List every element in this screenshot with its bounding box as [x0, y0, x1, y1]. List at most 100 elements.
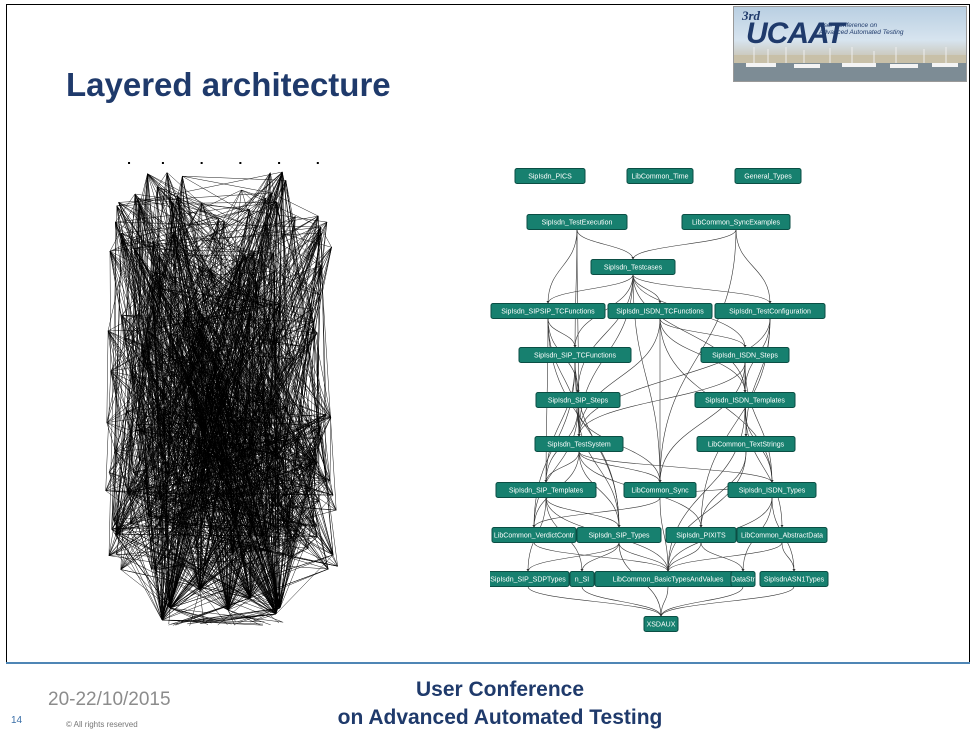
graph-edge: [659, 586, 744, 617]
copyright-notice: © All rights reserved: [66, 720, 138, 729]
graph-node: LibCommon_TextStrings: [696, 436, 796, 452]
graph-node-label: LibCommon_VerdictContr: [494, 533, 575, 540]
graph-edge: [576, 274, 634, 393]
graph-node-box: [730, 571, 756, 587]
graph-node: SipIsdn_PICS: [514, 168, 586, 184]
graph-edge: [658, 229, 737, 483]
graph-node-label: LibCommon_Time: [632, 174, 689, 181]
conference-name-line1: User Conference: [415, 678, 585, 701]
ucaat-logo: 3rd UCAAT User Conference on Advanced Au…: [733, 6, 967, 82]
logo-tagline: User Conference on Advanced Automated Te…: [819, 22, 909, 36]
graph-edge: [632, 274, 772, 304]
graph-edge: [666, 407, 746, 572]
conference-name: User Conference on Advanced Automated Te…: [310, 676, 690, 732]
slide-border-right: [969, 4, 970, 662]
graph-node-box: [491, 527, 577, 543]
graph-node-label: SipIsdn_SIP_Types: [588, 533, 650, 540]
graph-edge: [577, 362, 746, 437]
dense-graph-node: [200, 162, 203, 164]
graph-node-box: [665, 527, 737, 543]
graph-node-box: [576, 527, 662, 543]
harbor-image: [734, 47, 966, 81]
graph-edge: [700, 542, 745, 572]
graph-edge: [744, 318, 771, 437]
graph-edge: [546, 229, 578, 304]
graph-node: SipIsdn_ISDN_Types: [727, 482, 817, 498]
graph-node-box: [734, 168, 802, 184]
dense-edge-bundle: [105, 171, 338, 626]
graph-node-label: SipIsdn_PICS: [528, 174, 572, 181]
graph-node-box: [727, 482, 817, 498]
graph-node-label: SipIsdn_SIPSIP_TCFunctions: [501, 309, 595, 316]
graph-node: SipIsdn_SIP_Steps: [535, 392, 621, 408]
graph-node-label: SipIsdn_SIP_SDPTypes: [490, 577, 566, 584]
graph-node-label: DataStr: [731, 577, 755, 584]
footer-rule: [6, 662, 970, 664]
graph-node-box: [626, 168, 694, 184]
graph-node-label: SipIsdn_PIXITS: [676, 533, 726, 540]
logo-tagline-line2: Advanced Automated Testing: [819, 29, 904, 36]
graph-node-box: [643, 616, 679, 632]
dense-graph-node: [239, 162, 242, 164]
dense-graph-node: [161, 162, 164, 164]
graph-node-label: SipIsdn_SIP_Templates: [509, 488, 584, 495]
graph-node-label: LibCommon_BasicTypesAndValues: [613, 577, 724, 584]
graph-node-box: [514, 168, 586, 184]
slide-border-left: [6, 4, 7, 662]
graph-node-label: SipIsdn_Testcases: [604, 265, 663, 272]
graph-node: LibCommon_BasicTypesAndValues: [594, 571, 742, 587]
dense-graph-node: [278, 162, 281, 164]
graph-node-label: n_SI: [575, 577, 589, 584]
graph-node: n_SI: [569, 571, 595, 587]
graph-node-label: SipIsdn_ISDN_Types: [739, 488, 806, 495]
graph-node-box: [696, 436, 796, 452]
graph-node: SipIsdn_SIP_Types: [576, 527, 662, 543]
graph-node-label: SipIsdnASN1Types: [764, 577, 825, 584]
graph-edge: [527, 586, 663, 617]
graph-node-label: SipIsdn_ISDN_Steps: [712, 353, 778, 360]
graph-node: SipIsdn_SIPSIP_TCFunctions: [490, 303, 606, 319]
conference-name-line2: on Advanced Automated Testing: [337, 706, 663, 729]
graph-edge: [744, 362, 774, 483]
dense-graph-edges: [105, 162, 338, 626]
graph-node-label: LibCommon_SyncExamples: [692, 220, 780, 227]
dense-graph-node: [316, 162, 319, 164]
graph-node-box: [607, 303, 713, 319]
graph-edge: [658, 362, 746, 483]
graph-node-box: [526, 214, 628, 230]
slide-title: Layered architecture: [66, 66, 391, 103]
graph-node-box: [736, 527, 828, 543]
graph-node-label: General_Types: [744, 174, 792, 181]
logo-tagline-line1: User Conference on: [819, 22, 878, 29]
graph-edge: [666, 451, 747, 572]
slide-border-top: [6, 4, 970, 5]
graph-edge: [546, 274, 634, 304]
graph-node-box: [569, 571, 595, 587]
graph-edge: [547, 318, 577, 348]
graph-edge: [578, 451, 621, 528]
graph-edge: [659, 586, 795, 617]
graph-edge: [659, 586, 669, 617]
graph-edge: [532, 497, 661, 528]
logo-brand: UCAAT: [746, 17, 845, 50]
graph-node-label: SipIsdn_TestSystem: [547, 442, 611, 449]
graph-node-box: [681, 214, 791, 230]
graph-node-box: [714, 303, 826, 319]
graph-node: SipIsdn_SIP_TCFunctions: [518, 347, 632, 363]
graph-node-box: [759, 571, 829, 587]
graph-edge: [659, 318, 747, 348]
dense-graph-node: [128, 162, 131, 164]
graph-edge: [735, 229, 772, 304]
graph-node-label: SipIsdn_SIP_Steps: [548, 398, 609, 405]
graph-node-box: [694, 392, 796, 408]
graph-node: General_Types: [734, 168, 802, 184]
graph-node-label: SipIsdn_SIP_TCFunctions: [534, 353, 617, 360]
graph-node-box: [623, 482, 697, 498]
graph-node-label: SipIsdn_TestExecution: [542, 220, 613, 227]
event-date: 20-22/10/2015: [48, 689, 171, 710]
graph-node-label: LibCommon_AbstractData: [741, 533, 823, 540]
slide-number: 14: [11, 715, 23, 726]
graph-node-label: XSDAUX: [647, 622, 676, 629]
graph-edge: [580, 542, 620, 572]
graph-node: SipIsdn_SIP_Templates: [495, 482, 597, 498]
